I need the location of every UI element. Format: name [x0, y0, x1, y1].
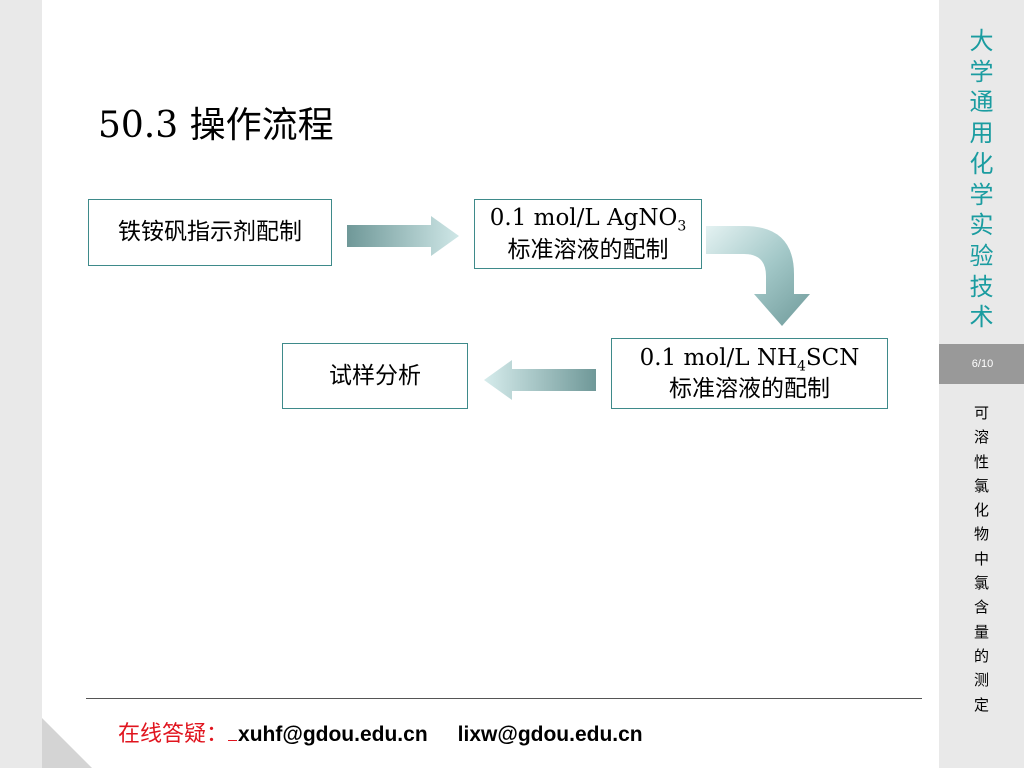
- topic-title-char: 性: [973, 452, 989, 471]
- footer-label: 在线答疑：: [118, 722, 229, 747]
- step-3-reagent: 0.1 mol/L NH4SCN: [639, 344, 860, 375]
- page-curl-decoration: [42, 718, 92, 768]
- course-title-char: 学: [969, 57, 994, 86]
- right-arrow-icon: [347, 216, 459, 256]
- course-title-char: 实: [969, 211, 994, 240]
- footer-divider: [86, 698, 922, 699]
- footer-email-1[interactable]: xuhf@gdou.edu.cn: [238, 723, 428, 746]
- topic-title-char: 可: [973, 404, 989, 422]
- step-4-label: 试样分析: [329, 362, 421, 389]
- topic-title-char: 物: [973, 525, 989, 544]
- course-title-char: 化: [969, 149, 994, 178]
- footer-email-2[interactable]: lixw@gdou.edu.cn: [457, 723, 643, 746]
- course-title-char: 学: [969, 180, 994, 209]
- topic-title-char: 氯: [973, 476, 989, 495]
- topic-title-char: 含: [973, 598, 989, 617]
- underline-mark: [228, 726, 238, 741]
- course-title-char: 术: [969, 303, 994, 332]
- course-title-char: 技: [969, 272, 994, 301]
- footer-contact: 在线答疑： xuhf@gdou.edu.cn lixw@gdou.edu.cn: [118, 716, 643, 748]
- topic-title-char: 测: [973, 671, 989, 690]
- step-indicator-prep: 铁铵矾指示剂配制: [88, 199, 332, 266]
- step-nh4scn-standard: 0.1 mol/L NH4SCN 标准溶液的配制: [611, 338, 888, 409]
- topic-title: 可溶性氯化物中氯含量的测定: [939, 401, 1024, 717]
- slide-title: 50.3 操作流程: [98, 105, 334, 146]
- course-title-char: 用: [969, 119, 994, 148]
- topic-title-char: 中: [973, 549, 989, 568]
- topic-title-char: 溶: [973, 428, 989, 447]
- topic-title-char: 定: [973, 695, 989, 714]
- step-sample-analysis: 试样分析: [282, 343, 468, 409]
- topic-title-char: 化: [973, 501, 989, 520]
- step-1-label: 铁铵矾指示剂配制: [118, 219, 302, 246]
- page-number: 6/10: [971, 358, 994, 370]
- course-title-char: 验: [969, 241, 994, 270]
- topic-title-char: 量: [973, 622, 989, 641]
- step-agno3-standard: 0.1 mol/L AgNO3 标准溶液的配制: [474, 199, 702, 269]
- left-arrow-icon: [484, 360, 596, 400]
- course-title-char: 大: [969, 27, 994, 55]
- topic-title-char: 的: [973, 646, 989, 665]
- step-3-label: 标准溶液的配制: [669, 376, 830, 403]
- page-number-badge: 6/10: [939, 344, 1024, 384]
- step-2-label: 标准溶液的配制: [507, 236, 669, 263]
- course-title: 大学通用化学实验技术: [939, 26, 1024, 333]
- course-title-char: 通: [969, 88, 994, 117]
- topic-title-char: 氯: [973, 574, 989, 593]
- curved-down-arrow-icon: [706, 226, 810, 326]
- sidebar: 大学通用化学实验技术 6/10 可溶性氯化物中氯含量的测定: [939, 0, 1024, 768]
- step-2-reagent: 0.1 mol/L AgNO3: [489, 205, 687, 235]
